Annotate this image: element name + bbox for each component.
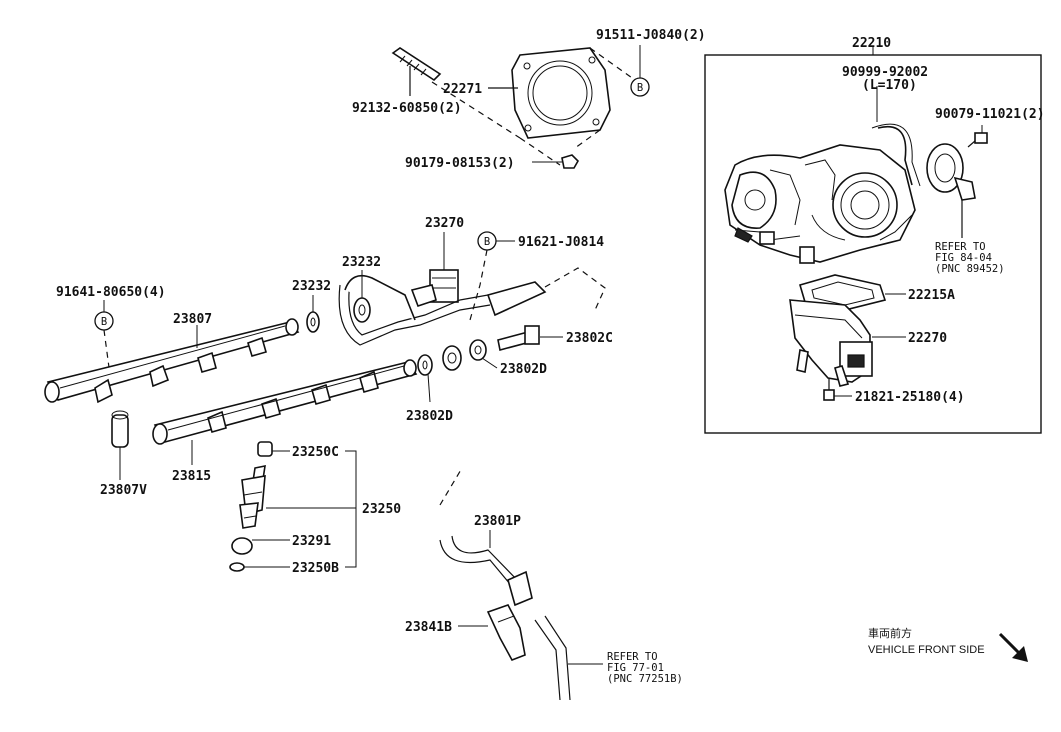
fuel-pipe-23232 [338, 267, 606, 346]
refer-fig84-line2: FIG 84-04 [935, 252, 992, 264]
fuel-tube-to-fig77 [534, 615, 603, 701]
union-bolt-23802C-icon [497, 325, 563, 351]
label-90079: 90079-11021(2) [935, 107, 1045, 122]
part-labels: 22210 22271 91511-J0840(2) 92132-60850(2… [56, 28, 1045, 685]
washer-23232-icon [306, 295, 320, 333]
label-23801P: 23801P [474, 514, 521, 529]
label-22210: 22210 [852, 36, 891, 51]
label-23807: 23807 [173, 312, 212, 327]
clip-23841B-icon [458, 604, 526, 661]
label-23807V: 23807V [100, 483, 147, 498]
gasket-23802D-left-icon [417, 345, 462, 403]
refer-fig84-line1: REFER TO [935, 241, 986, 253]
cushion-23250C-icon [257, 441, 290, 457]
idle-speed-control-valve-22270 [789, 299, 906, 387]
refer-fig84-line3: (PNC 89452) [935, 263, 1005, 275]
delivery-pipe-23807 [44, 318, 300, 404]
bolt-marker-b-left-icon: B [94, 300, 114, 331]
injector-23250-icon [239, 464, 356, 529]
throttle-body-group [704, 47, 1042, 434]
label-23270: 23270 [425, 216, 464, 231]
label-23232-washer: 23232 [292, 279, 331, 294]
delivery-pipe-23815 [152, 359, 418, 465]
gasket-23802D-right-icon [469, 339, 498, 369]
label-91511: 91511-J0840(2) [596, 28, 706, 43]
label-21821: 21821-25180(4) [855, 390, 965, 405]
gasket-22271 [488, 47, 611, 139]
svg-text:B: B [101, 316, 107, 328]
vehicle-front-arrow-icon [998, 632, 1028, 662]
bolt-marker-b-top-icon: B [630, 45, 650, 97]
bolt-90079-icon [967, 125, 988, 148]
o-ring-23291-icon [231, 537, 290, 555]
label-23841B: 23841B [405, 620, 452, 635]
label-23232-pipe: 23232 [342, 255, 381, 270]
stud-92132-icon [391, 47, 442, 96]
refer-fig77-line1: REFER TO [607, 651, 658, 663]
gasket-22215A [799, 274, 906, 311]
label-23291: 23291 [292, 534, 331, 549]
label-90179: 90179-08153(2) [405, 156, 515, 171]
label-23802D-left: 23802D [406, 409, 453, 424]
svg-text:B: B [637, 82, 643, 94]
fuel-hose-23801P [439, 467, 533, 607]
label-91641: 91641-80650(4) [56, 285, 166, 300]
throttle-body-assembly [724, 144, 916, 264]
label-22271: 22271 [443, 82, 482, 97]
label-23802D-right: 23802D [500, 362, 547, 377]
label-90999-length: (L=170) [862, 78, 917, 93]
label-23815: 23815 [172, 469, 211, 484]
screw-21821-icon [823, 378, 852, 401]
vehicle-front-label-en: VEHICLE FRONT SIDE [868, 644, 985, 656]
insulator-23807V-icon [111, 410, 129, 480]
nut-90179-icon [561, 154, 579, 169]
o-ring-23250B-icon [229, 562, 290, 572]
label-22215A: 22215A [908, 288, 955, 303]
label-22270: 22270 [908, 331, 947, 346]
label-23802C: 23802C [566, 331, 613, 346]
bolt-marker-b-mid-icon: B [477, 231, 515, 251]
label-23250C: 23250C [292, 445, 339, 460]
refer-fig77-line2: FIG 77-01 [607, 662, 664, 674]
label-92132: 92132-60850(2) [352, 101, 462, 116]
label-23250B: 23250B [292, 561, 339, 576]
label-91621: 91621-J0814 [518, 235, 604, 250]
injector-group [229, 441, 357, 572]
label-90999: 90999-92002 [842, 65, 928, 80]
svg-text:B: B [484, 236, 490, 248]
vehicle-front-label-jp: 車両前方 [868, 626, 912, 640]
pulsation-damper-23270 [410, 232, 459, 308]
refer-fig77-line3: (PNC 77251B) [607, 673, 683, 685]
label-23250: 23250 [362, 502, 401, 517]
throttle-position-sensor [926, 143, 976, 238]
